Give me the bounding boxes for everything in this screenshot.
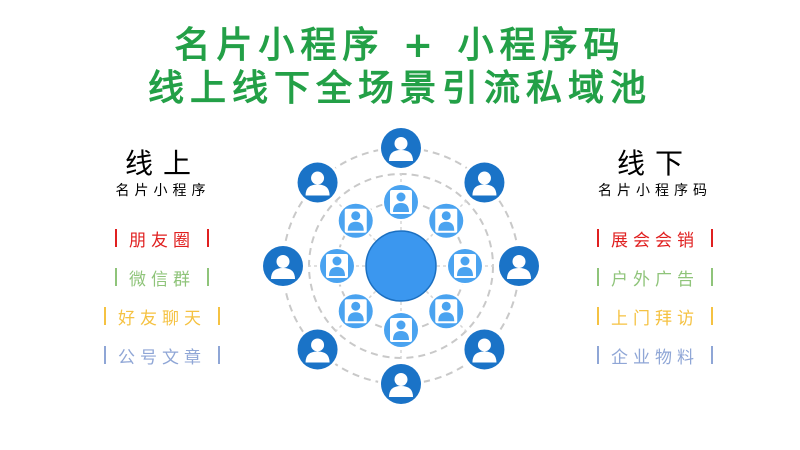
person-body [472, 351, 497, 363]
badge-head [441, 301, 451, 311]
badge-body [347, 221, 364, 231]
person-head [477, 338, 491, 352]
channel-label: 公号文章 [118, 347, 206, 368]
person-icon [461, 326, 508, 373]
bar-left [104, 307, 106, 325]
person-head [477, 171, 491, 185]
person-body [305, 184, 330, 196]
badge-body [329, 267, 345, 276]
list-item: 上门拜访 [565, 303, 745, 329]
badge-head [460, 256, 470, 266]
person-head [311, 171, 325, 185]
center-node [365, 230, 437, 302]
online-channel-list: 朋友圈 微信群 好友聊天 公号文章 [72, 225, 252, 381]
badge-body [393, 203, 409, 212]
bar-left [597, 229, 599, 247]
network-nodes [260, 125, 542, 407]
badge-head [396, 192, 406, 202]
person-body [389, 150, 413, 161]
person-head [394, 137, 408, 150]
online-section-heading: 线上 名片小程序 [78, 147, 248, 199]
offline-section-heading: 线下 名片小程序码 [570, 147, 740, 199]
badge-body [438, 221, 455, 231]
person-icon [294, 326, 341, 373]
badge-head [351, 301, 361, 311]
list-item: 公号文章 [72, 342, 252, 368]
list-item: 户外广告 [565, 264, 745, 290]
person-icon [378, 125, 424, 171]
person-head [512, 255, 526, 268]
channel-label: 企业物料 [611, 347, 699, 368]
businessman-icon [382, 311, 420, 349]
bar-right [218, 307, 220, 325]
channel-label: 户外广告 [611, 269, 699, 290]
person-icon [496, 243, 542, 289]
bar-left [597, 268, 599, 286]
offline-channel-list: 展会会销 户外广告 上门拜访 企业物料 [565, 225, 745, 381]
offline-heading: 线下 [616, 147, 693, 180]
badge-body [457, 267, 473, 276]
channel-label: 微信群 [129, 269, 195, 290]
title-line-1: 名片小程序 + 小程序码 [174, 25, 626, 66]
bar-left [115, 268, 117, 286]
badge-head [351, 211, 361, 221]
bar-right [207, 268, 209, 286]
bar-left [104, 346, 106, 364]
bar-left [115, 229, 117, 247]
badge-body [438, 312, 455, 322]
badge-head [332, 256, 342, 266]
businessman-icon [318, 247, 356, 285]
badge-body [347, 312, 364, 322]
list-item: 展会会销 [565, 225, 745, 251]
person-head [394, 373, 408, 386]
channel-label: 上门拜访 [611, 308, 699, 329]
businessman-icon [427, 292, 466, 331]
list-item: 企业物料 [565, 342, 745, 368]
person-icon [260, 243, 306, 289]
bar-right [711, 229, 713, 247]
online-subheading: 名片小程序 [115, 183, 211, 199]
channel-label: 展会会销 [611, 230, 699, 251]
online-heading: 线上 [124, 147, 201, 180]
list-item: 好友聊天 [72, 303, 252, 329]
badge-head [396, 320, 406, 330]
channel-label: 好友聊天 [118, 308, 206, 329]
bar-right [711, 268, 713, 286]
bar-right [207, 229, 209, 247]
person-body [305, 351, 330, 363]
businessman-icon [336, 292, 375, 331]
person-icon [378, 361, 424, 407]
bar-left [597, 307, 599, 325]
channel-label: 朋友圈 [129, 230, 195, 251]
businessman-icon [336, 201, 375, 240]
person-body [507, 268, 531, 279]
person-icon [294, 159, 341, 206]
offline-subheading: 名片小程序码 [598, 183, 712, 199]
businessman-icon [446, 247, 484, 285]
title-line-2: 线上线下全场景引流私域池 [147, 68, 652, 109]
person-head [276, 255, 290, 268]
badge-head [441, 211, 451, 221]
businessman-icon [427, 201, 466, 240]
badge-body [393, 331, 409, 340]
person-body [389, 386, 413, 397]
bar-left [597, 346, 599, 364]
person-head [311, 338, 325, 352]
person-body [271, 268, 295, 279]
bar-right [218, 346, 220, 364]
person-body [472, 184, 497, 196]
businessman-icon [382, 183, 420, 221]
bar-right [711, 307, 713, 325]
person-icon [461, 159, 508, 206]
list-item: 朋友圈 [72, 225, 252, 251]
list-item: 微信群 [72, 264, 252, 290]
bar-right [711, 346, 713, 364]
user-network-diagram [260, 125, 542, 407]
